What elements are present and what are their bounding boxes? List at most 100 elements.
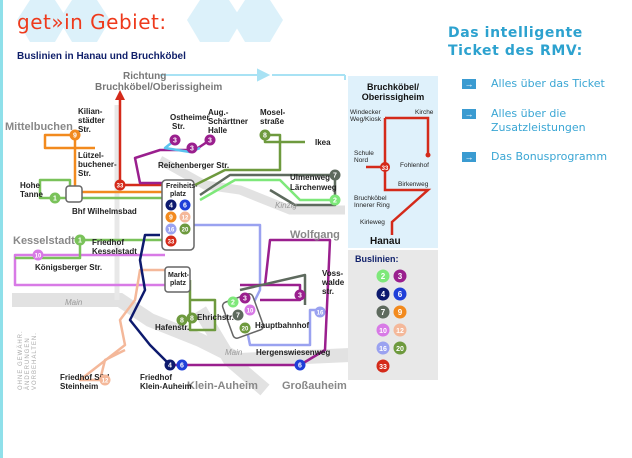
map-badge-line-3: 3 (239, 292, 251, 304)
inset-stop-fohlenhof: Fohlenhof (400, 162, 429, 169)
svg-text:3: 3 (398, 272, 403, 281)
svg-text:2: 2 (333, 198, 337, 205)
svg-text:3: 3 (243, 296, 247, 303)
inset-panel (348, 76, 438, 248)
svg-text:10: 10 (35, 254, 42, 260)
map-badge-line-20: 20 (239, 322, 251, 334)
river-label-main: Main (65, 298, 83, 307)
page-title: get»in Gebiet: (17, 10, 167, 34)
link-label: Das Bonusprogramm (491, 150, 608, 163)
svg-text:1: 1 (78, 238, 82, 245)
svg-text:6: 6 (298, 363, 302, 370)
svg-text:6: 6 (180, 363, 184, 370)
map-badge-line-33: 33 (114, 179, 126, 191)
svg-text:6: 6 (398, 290, 403, 299)
map-badge-line-6: 6 (179, 199, 191, 211)
inset-stop-kirche: Kirche (415, 109, 434, 116)
decorative-pattern (17, 0, 283, 42)
svg-text:33: 33 (382, 166, 389, 172)
map-badge-line-12: 12 (99, 374, 111, 386)
map-badge-line-10: 10 (32, 249, 44, 261)
stop-luetzelbuchener: Lützel-buchener-Str. (78, 151, 117, 178)
link-ticket[interactable]: → Alles über das Ticket (462, 77, 605, 91)
svg-text:3: 3 (173, 138, 177, 145)
line-7-route (199, 173, 337, 207)
legend-line-3: 3 (393, 269, 407, 283)
map-badge-line-10: 10 (244, 304, 256, 316)
link-zusatzleistungen[interactable]: → Alles über die Zusatzleistungen (462, 107, 586, 135)
svg-text:8: 8 (263, 133, 267, 140)
map-badge-line-16: 16 (314, 306, 326, 318)
stop-reichenberger: Reichenberger Str. (158, 161, 229, 170)
svg-text:12: 12 (102, 379, 109, 385)
left-border (0, 0, 3, 458)
stop-mosel: Mosel-straße (260, 108, 286, 126)
svg-text:9: 9 (169, 215, 173, 222)
svg-text:3: 3 (208, 138, 212, 145)
stop-box-wilhelmsbad (65, 185, 83, 203)
svg-text:12: 12 (182, 216, 189, 222)
district-kesselstadt: Kesselstadt (13, 235, 75, 247)
legend-line-6: 6 (393, 287, 407, 301)
link-bonusprogramm[interactable]: → Das Bonusprogramm (462, 150, 607, 164)
legend-line-4: 4 (376, 287, 390, 301)
inset-title-1: Bruchköbel/ (367, 82, 420, 92)
legend-line-9: 9 (393, 305, 407, 319)
line-8-route (194, 133, 282, 187)
link-label-line2: Zusatzleistungen (491, 121, 586, 134)
line-4-route (128, 233, 171, 366)
inset-stop-kirleweg: Kirleweg (360, 219, 385, 226)
arrow-right-icon: → (462, 79, 476, 89)
stop-marktplatz: Markt-platz (168, 272, 190, 287)
map-badge-line-3: 3 (204, 134, 216, 146)
svg-text:10: 10 (247, 309, 254, 315)
line-12-route (78, 268, 165, 382)
map-badge-line-7: 7 (329, 169, 341, 181)
stop-ulmenweg: Ulmenweg (290, 173, 330, 182)
link-label: Alles über die Zusatzleistungen (491, 107, 586, 135)
link-label: Alles über das Ticket (491, 77, 605, 90)
line-1-kesselstadt (15, 238, 165, 260)
line-6-route (175, 238, 332, 367)
map-badge-line-3: 3 (294, 289, 306, 301)
svg-text:3: 3 (190, 146, 194, 153)
line-33-route (118, 95, 165, 187)
map-badge-line-8: 8 (259, 129, 271, 141)
legend-line-10: 10 (376, 323, 390, 337)
district-mittelbuchen: Mittelbuchen (5, 121, 73, 133)
river-main (12, 293, 351, 396)
map-badge-line-12: 12 (179, 211, 191, 223)
svg-text:16: 16 (317, 311, 324, 317)
inset-stop-birkenweg: Birkenweg (398, 181, 429, 188)
rmv-heading-line1: Das intelligente (448, 25, 583, 41)
stop-koenigsberger: Königsberger Str. (35, 263, 102, 272)
stop-hauptbahnhof: Hauptbahnhof (255, 321, 310, 330)
stop-hergenswiesenweg: Hergenswiesenweg (256, 348, 330, 357)
svg-text:20: 20 (182, 228, 189, 234)
stop-ikea: Ikea (315, 138, 331, 147)
stop-ehrichstr: Ehrichstr. (197, 313, 234, 322)
legend-panel (348, 250, 438, 380)
legend-line-7: 7 (376, 305, 390, 319)
line-10-route (13, 253, 165, 287)
inset-hanau: Hanau (370, 236, 401, 247)
legend-line-12: 12 (393, 323, 407, 337)
stop-bhf-wilhelmsbad: Bhf Wilhelmsbad (72, 207, 137, 216)
svg-text:2: 2 (381, 272, 386, 281)
map-badge-line-1: 1 (74, 234, 86, 246)
svg-text:4: 4 (169, 203, 173, 210)
svg-text:1: 1 (53, 196, 57, 203)
disclaimer: OHNE GEWÄHR.ÄNDERUNGENVORBEHALTEN. (17, 330, 38, 390)
direction-label-2: Bruchköbel/Oberissigheim (95, 82, 222, 93)
district-wolfgang: Wolfgang (290, 229, 340, 241)
rmv-heading-line2: Ticket des RMV: (448, 43, 583, 59)
rmv-heading: Das intelligente Ticket des RMV: (448, 24, 583, 60)
legend-title: Buslinien: (355, 254, 399, 264)
svg-text:16: 16 (379, 346, 387, 353)
